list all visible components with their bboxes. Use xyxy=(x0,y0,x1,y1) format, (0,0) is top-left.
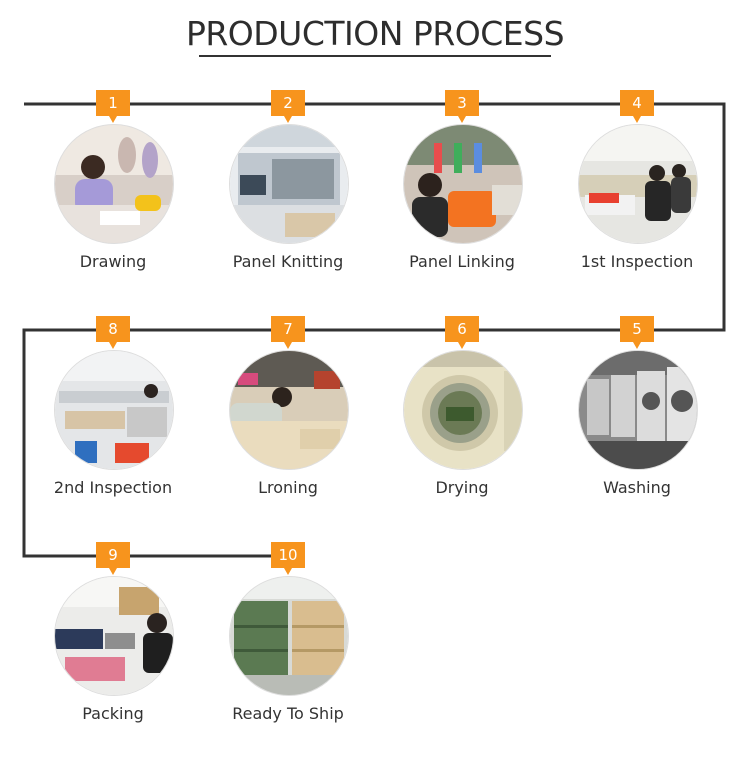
step-number: 3 xyxy=(445,94,479,112)
step-label: 2nd Inspection xyxy=(23,478,203,497)
step-number-badge: 3 xyxy=(445,90,479,124)
step-number: 6 xyxy=(445,320,479,338)
step-number: 10 xyxy=(271,546,305,564)
step-number: 7 xyxy=(271,320,305,338)
step-number-badge: 7 xyxy=(271,316,305,350)
step-number-badge: 9 xyxy=(96,542,130,576)
step-label: Panel Knitting xyxy=(198,252,378,271)
step-number-badge: 2 xyxy=(271,90,305,124)
step-number: 2 xyxy=(271,94,305,112)
step-number: 8 xyxy=(96,320,130,338)
step-number-badge: 1 xyxy=(96,90,130,124)
step-number: 1 xyxy=(96,94,130,112)
step-number: 9 xyxy=(96,546,130,564)
step-number-badge: 4 xyxy=(620,90,654,124)
step-number: 5 xyxy=(620,320,654,338)
step-label: Lroning xyxy=(198,478,378,497)
step-number-badge: 10 xyxy=(271,542,305,576)
dryer-photo xyxy=(403,350,523,470)
warehouse-photo xyxy=(229,576,349,696)
linking-photo xyxy=(403,124,523,244)
drawing-photo xyxy=(54,124,174,244)
step-label: Drying xyxy=(372,478,552,497)
step-number: 4 xyxy=(620,94,654,112)
step-label: Packing xyxy=(23,704,203,723)
step-label: Washing xyxy=(547,478,727,497)
step-label: Drawing xyxy=(23,252,203,271)
packing-photo xyxy=(54,576,174,696)
step-label: 1st Inspection xyxy=(547,252,727,271)
step-number-badge: 6 xyxy=(445,316,479,350)
step-number-badge: 8 xyxy=(96,316,130,350)
step-label: Ready To Ship xyxy=(198,704,378,723)
knitting-machine-photo xyxy=(229,124,349,244)
inspection-photo xyxy=(578,124,698,244)
washing-machine-photo xyxy=(578,350,698,470)
inspection-photo xyxy=(54,350,174,470)
step-number-badge: 5 xyxy=(620,316,654,350)
ironing-photo xyxy=(229,350,349,470)
step-label: Panel Linking xyxy=(372,252,552,271)
